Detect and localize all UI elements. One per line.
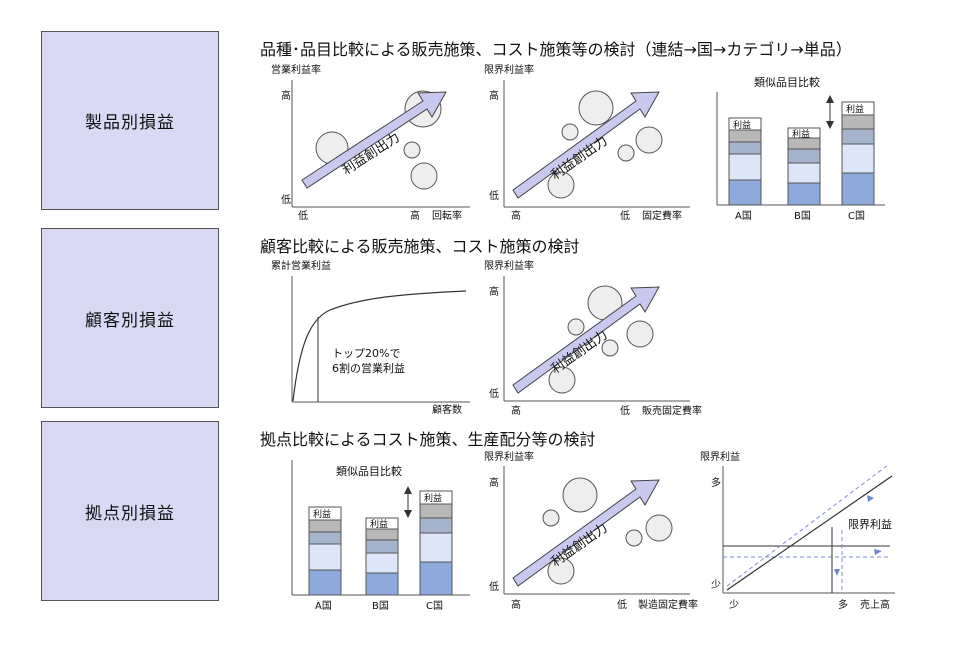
x-low-label: 少: [729, 599, 739, 611]
y-axis-label: 限界利益率: [484, 450, 534, 463]
cumulative-profit-curve: 累計営業利益 トップ20%で 6割の営業利益 顧客数: [271, 259, 470, 416]
category-label: A国: [315, 600, 332, 612]
x-high-label: 多: [838, 598, 848, 611]
profit-arrow: [512, 479, 660, 587]
annotation-line1: トップ20%で: [332, 347, 400, 360]
y-axis-label: 限界利益: [700, 450, 740, 463]
category-label: C国: [848, 210, 865, 222]
x-low-label: 低: [617, 598, 627, 611]
scatter-chart-manufacturing-fixed-cost: 限界利益率 高 低 高 低 製造固定費率 利益創出力: [484, 450, 698, 611]
scatter-chart-operating-margin: 営業利益率 高 低 低 高 回転率 利益創出力: [271, 63, 470, 222]
line-label: 限界利益: [848, 517, 892, 531]
y-high-label: 高: [489, 285, 499, 298]
x-axis-label: 製造固定費率: [638, 598, 698, 611]
category-label: B国: [794, 210, 811, 222]
x-axis-label: 回転率: [432, 209, 462, 222]
x-axis-label: 販売固定費率: [642, 404, 702, 417]
x-high-label: 高: [410, 209, 420, 222]
chart-title: 類似品目比較: [754, 75, 820, 89]
scatter-chart-sales-fixed-cost: 限界利益率 高 低 高 低 販売固定費率 利益創出力: [484, 259, 702, 417]
category-label: C国: [426, 600, 443, 612]
section-heading-customer: 顧客比較による販売施策、コスト施策の検討: [260, 237, 580, 256]
y-axis-label: 限界利益率: [484, 259, 534, 272]
profit-arrow: [301, 91, 447, 189]
section-label-product: 製品別損益: [41, 31, 219, 210]
marginal-profit-line-chart: 限界利益 多 少 少 多 売上高 限界利益: [700, 450, 895, 611]
profit-arrow: [512, 91, 660, 199]
category-label: A国: [735, 210, 752, 222]
profit-label: 利益: [370, 518, 388, 530]
y-low-label: 低: [489, 387, 499, 400]
x-axis-label: 固定費率: [642, 209, 682, 222]
x-axis-label: 顧客数: [432, 403, 462, 416]
y-low-label: 低: [489, 189, 499, 202]
scatter-chart-marginal-profit: 限界利益率 高 低 高 低 固定費率 利益創出力: [484, 63, 690, 222]
bar-chart-similar-items-site: 類似品目比較 利益 利益 利益 A国 B国 C国: [291, 460, 470, 612]
y-low-label: 低: [281, 193, 291, 206]
x-high-label: 高: [511, 404, 521, 417]
x-high-label: 高: [511, 598, 521, 611]
y-high-label: 多: [711, 476, 721, 489]
x-low-label: 低: [620, 404, 630, 417]
y-high-label: 高: [281, 89, 291, 102]
y-low-label: 少: [711, 579, 721, 591]
chart-title: 類似品目比較: [336, 464, 402, 478]
profit-label: 利益: [846, 103, 864, 115]
section-label-site: 拠点別損益: [41, 421, 219, 601]
y-high-label: 高: [489, 476, 499, 489]
y-axis-label: 限界利益率: [484, 63, 534, 76]
x-low-label: 低: [620, 209, 630, 222]
y-axis-label: 営業利益率: [271, 63, 321, 76]
x-high-label: 高: [511, 209, 521, 222]
section-heading-site: 拠点比較によるコスト施策、生産配分等の検討: [260, 430, 596, 449]
y-high-label: 高: [489, 89, 499, 102]
y-low-label: 低: [489, 580, 499, 593]
profit-arrow: [512, 286, 660, 394]
section-label-customer: 顧客別損益: [41, 228, 219, 408]
x-low-label: 低: [298, 209, 308, 222]
y-axis-label: 累計営業利益: [271, 259, 331, 272]
annotation-line2: 6割の営業利益: [332, 361, 405, 375]
profit-label: 利益: [313, 508, 331, 520]
bar-chart-similar-items: 類似品目比較 利益 利益 利益 A国 B国 C国: [716, 75, 885, 222]
x-axis-label: 売上高: [860, 598, 890, 611]
profit-label: 利益: [424, 492, 442, 504]
profit-label: 利益: [792, 128, 810, 140]
category-label: B国: [372, 600, 389, 612]
section-heading-product: 品種･品目比較による販売施策、コスト施策等の検討（連結→国→カテゴリ→単品）: [260, 40, 852, 59]
profit-label: 利益: [733, 119, 751, 131]
